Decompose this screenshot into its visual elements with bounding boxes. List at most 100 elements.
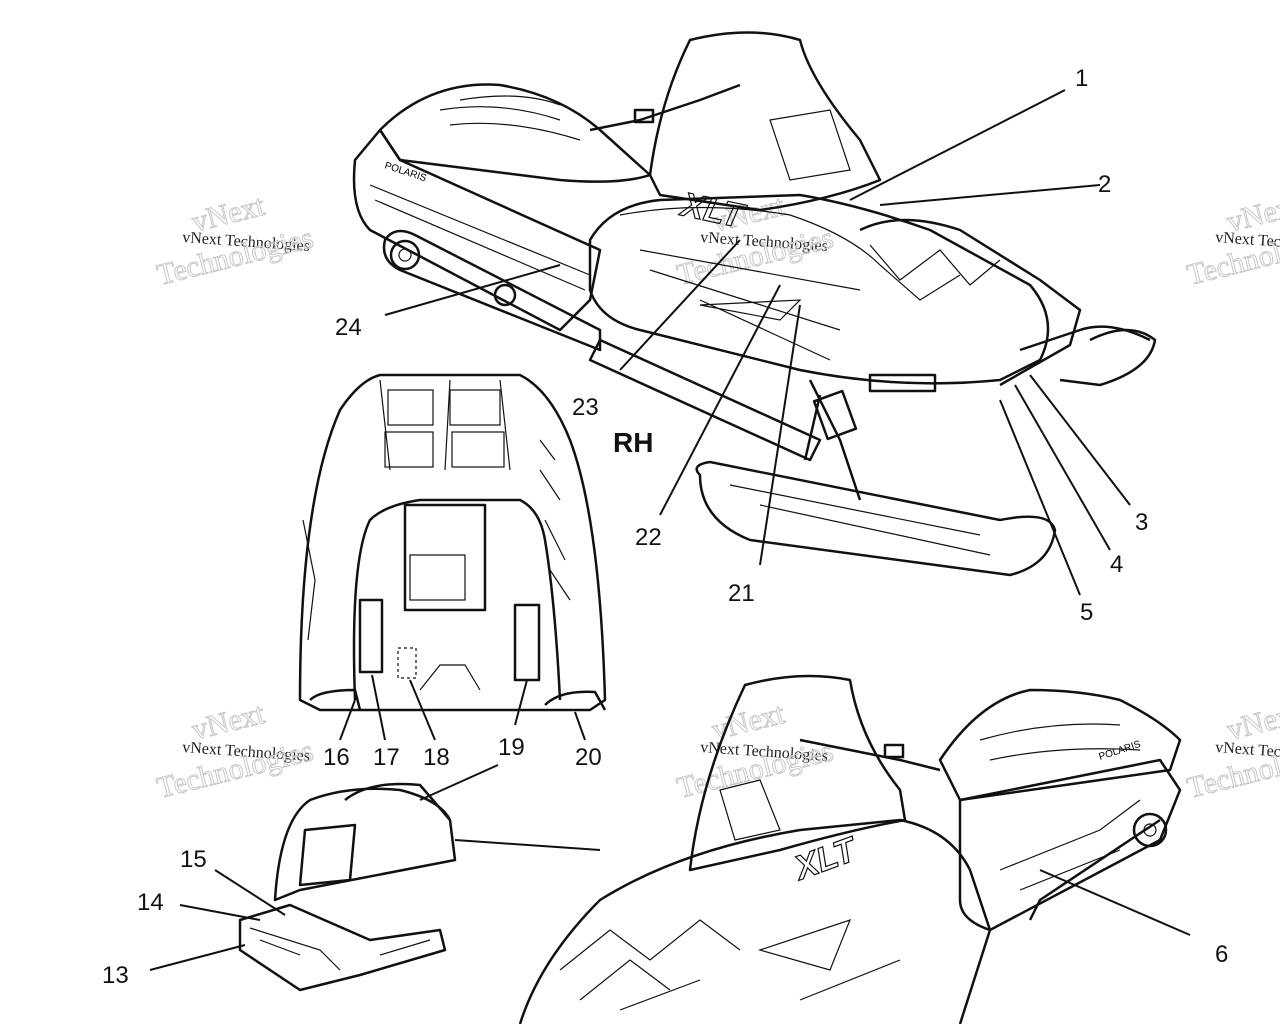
watermark-group-4: vNext vNext Technologies Technologies: [153, 696, 317, 805]
mid-wheel: [493, 283, 517, 307]
hood-vent-1: [387, 389, 434, 426]
callout-17: 17: [373, 744, 400, 771]
leader-24: [384, 264, 561, 316]
hood-vent-4: [451, 431, 505, 468]
hood-top-view: [298, 373, 607, 712]
callout-19: 19: [498, 734, 525, 761]
tunnel-side: [352, 128, 602, 332]
rear-bumper: [238, 903, 447, 992]
callout-18: 18: [423, 744, 450, 771]
leader-19: [514, 679, 528, 726]
callout-3: 3: [1135, 509, 1148, 536]
hood-graphic-lines: [619, 206, 881, 361]
handlebar-grip: [633, 108, 655, 124]
leader-13: [149, 944, 246, 971]
shock-absorber: [812, 389, 858, 441]
rear-seat-hump: [273, 787, 457, 902]
seat-outline-lh: [938, 688, 1182, 802]
hood-decal-stripe: [699, 299, 802, 321]
hood-side-decal-right: [539, 439, 571, 601]
leader-16: [339, 699, 356, 741]
rear-seat-top: [344, 782, 451, 821]
seat-stitching-lh: [979, 723, 1141, 761]
rear-wheel-lh: [1132, 812, 1168, 848]
decal-18-hidden: [397, 647, 417, 679]
seat-outline: [378, 83, 652, 183]
hood-side-decal-left: [302, 519, 316, 641]
leader-23: [619, 239, 741, 371]
callout-4: 4: [1110, 551, 1123, 578]
nose-vents: [869, 244, 1001, 301]
front-ski-left: [695, 460, 1057, 577]
callout-14: 14: [137, 889, 164, 916]
polaris-logo-seat: POLARIS: [1098, 739, 1143, 763]
hood-vent-2: [449, 389, 501, 426]
polaris-logo-rear: POLARIS: [383, 160, 428, 184]
leader-5: [999, 399, 1081, 596]
leader-3: [1029, 374, 1131, 506]
callout-20: 20: [575, 744, 602, 771]
windshield-lh: [688, 674, 907, 872]
watermark-group-6: vNext vNext Technologies Technologies: [1183, 696, 1280, 805]
windshield: [648, 31, 882, 212]
leader-2: [879, 184, 1101, 206]
rear-bumper-bar: [379, 939, 431, 956]
tunnel-stripes: [369, 184, 591, 291]
snowmobile-lh-view: POLARIS XLT: [518, 674, 1182, 1025]
rear-idler-hub: [398, 248, 412, 262]
console-panel: [769, 109, 851, 181]
seat-stitching: [439, 95, 581, 141]
rear-view: [238, 782, 601, 992]
callout-2: 2: [1098, 171, 1111, 198]
view-label-rh: RH: [613, 427, 653, 458]
handlebar-lh: [799, 738, 941, 772]
leader-14: [179, 904, 261, 921]
leader-20: [574, 711, 586, 741]
hood-console: [403, 503, 487, 612]
callout-numbers: 1 2 3 4 5 6 13 14 15 16 17 18 19 20 21 2…: [102, 65, 1228, 989]
hood-corner-left: [309, 688, 362, 711]
hood-decal-lh: [757, 919, 852, 971]
callout-6: 6: [1215, 941, 1228, 968]
callout-13: 13: [102, 962, 129, 989]
callout-5: 5: [1080, 599, 1093, 626]
callout-16: 16: [323, 744, 350, 771]
decal-19: [513, 603, 541, 682]
watermark-group-5: vNext vNext Technologies Technologies: [673, 696, 837, 805]
callout-23: 23: [572, 394, 599, 421]
hood-outline: [588, 193, 1050, 385]
hood-ribs: [379, 379, 511, 471]
leader-17: [371, 674, 386, 741]
hood-notch: [419, 664, 481, 691]
snowmobile-rh-view: POLARIS XLT: [352, 31, 1157, 577]
decal-17: [358, 598, 384, 674]
tunnel-graphic-lh: [999, 799, 1141, 891]
tunnel-lh: [958, 758, 1182, 932]
leader-1: [849, 89, 1066, 201]
hood-lh: [518, 818, 992, 1025]
leader-lines: [149, 89, 1191, 971]
hood-vents-lh: [559, 919, 741, 1001]
hood-console-screen: [409, 554, 466, 601]
hood-corner-right: [544, 690, 607, 711]
xlt-logo-hood-lh: XLT: [788, 830, 864, 889]
callout-24: 24: [335, 314, 362, 341]
callout-1: 1: [1075, 65, 1088, 92]
ski-detail: [729, 484, 991, 556]
hood-center-panel: [352, 498, 562, 701]
leader-19-lower: [419, 764, 499, 801]
rear-extension-line: [454, 839, 601, 851]
hood-vent-3: [384, 431, 434, 468]
xlt-logo-hood: XLT: [676, 185, 749, 236]
nose-cone: [859, 218, 1082, 387]
leader-6: [1039, 869, 1191, 936]
console-lh: [719, 779, 781, 841]
track-lh: [1028, 818, 1161, 921]
watermark-group-1: vNext vNext Technologies Technologies: [153, 188, 317, 292]
hood-top-outline: [298, 373, 607, 712]
leader-4: [1014, 384, 1111, 551]
front-ski-right: [1059, 328, 1157, 387]
callout-21: 21: [728, 580, 755, 607]
leader-18: [409, 679, 436, 741]
